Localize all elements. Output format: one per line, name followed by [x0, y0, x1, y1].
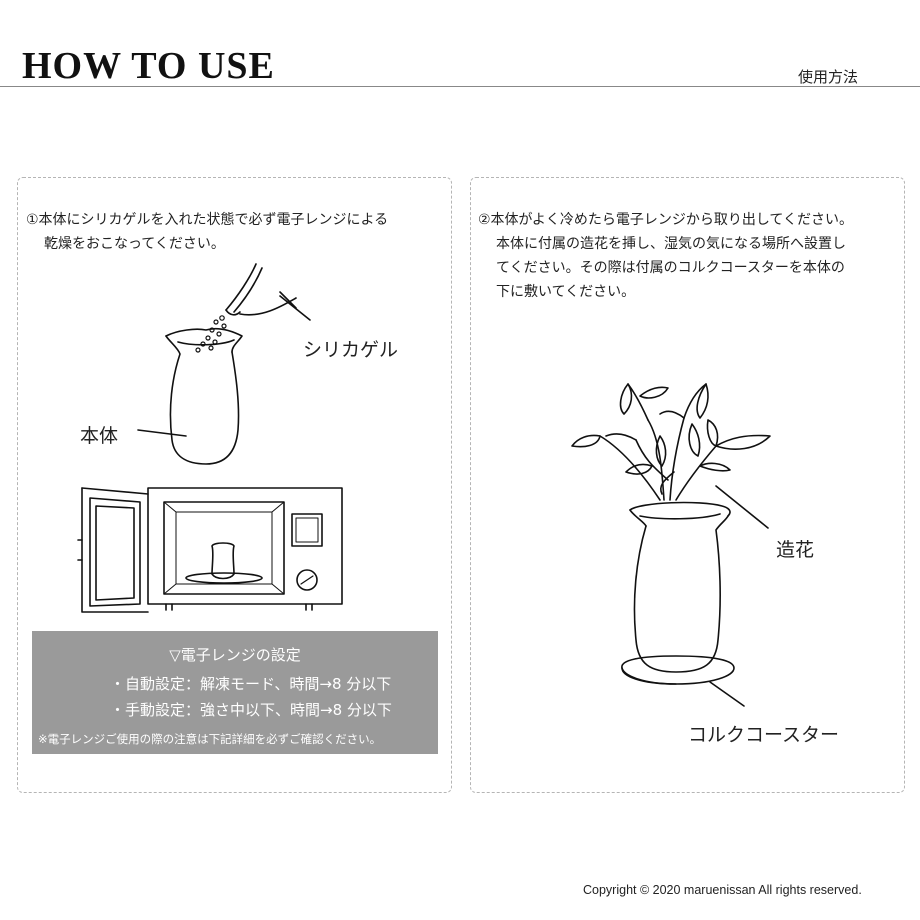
label-silica-gel: シリカゲル — [303, 339, 399, 361]
settings-title: ▽電子レンジの設定 — [169, 646, 301, 664]
step1-instructions: ①本体にシリカゲルを入れた状態で必ず電子レンジによる 乾燥をおこなってください。 — [26, 208, 388, 256]
copyright-text: Copyright © 2020 maruenissan All rights … — [583, 883, 862, 897]
settings-auto: ・自動設定：解凍モード、時間→8 分以下 — [110, 675, 392, 693]
settings-manual: ・手動設定：強さ中以下、時間→8 分以下 — [110, 701, 392, 719]
label-artificial-flower: 造花 — [776, 539, 815, 561]
step2-line-1: ②本体がよく冷めたら電子レンジから取り出してください。 — [478, 212, 854, 228]
silica-gel-beads — [195, 315, 227, 353]
step2-line-2: 本体に付属の造花を挿し、湿気の気になる場所へ設置し — [496, 236, 846, 252]
vase-with-coaster-illustration — [621, 501, 735, 685]
silica-gel-bag-illustration — [225, 263, 297, 316]
step1-line-1: ①本体にシリカゲルを入れた状態で必ず電子レンジによる — [26, 212, 389, 228]
page-subtitle: 使用方法 — [798, 68, 859, 86]
step2-line-4: 下に敷いてください。 — [496, 284, 636, 300]
step1-panel — [17, 177, 452, 793]
header-divider — [0, 86, 920, 87]
flower-leader-line — [715, 485, 769, 529]
microwave-settings-box: ▽電子レンジの設定 ・自動設定：解凍モード、時間→8 分以下 ・手動設定：強さ中… — [32, 631, 438, 754]
vase-body-illustration — [165, 327, 243, 465]
step2-line-3: てください。その際は付属のコルクコースターを本体の — [496, 260, 845, 276]
settings-note: ※電子レンジご使用の際の注意は下記詳細を必ずご確認ください。 — [38, 732, 382, 746]
body-leader-line — [137, 429, 187, 437]
label-cork-coaster: コルクコースター — [688, 724, 840, 746]
microwave-illustration — [77, 487, 343, 613]
step2-panel — [470, 177, 905, 793]
label-vase-body: 本体 — [80, 425, 119, 447]
artificial-flower-illustration — [571, 383, 771, 501]
coaster-leader-line — [709, 681, 745, 707]
page-title: HOW TO USE — [22, 45, 275, 87]
step1-line-2: 乾燥をおこなってください。 — [44, 236, 225, 252]
step2-instructions: ②本体がよく冷めたら電子レンジから取り出してください。 本体に付属の造花を挿し、… — [478, 208, 853, 304]
